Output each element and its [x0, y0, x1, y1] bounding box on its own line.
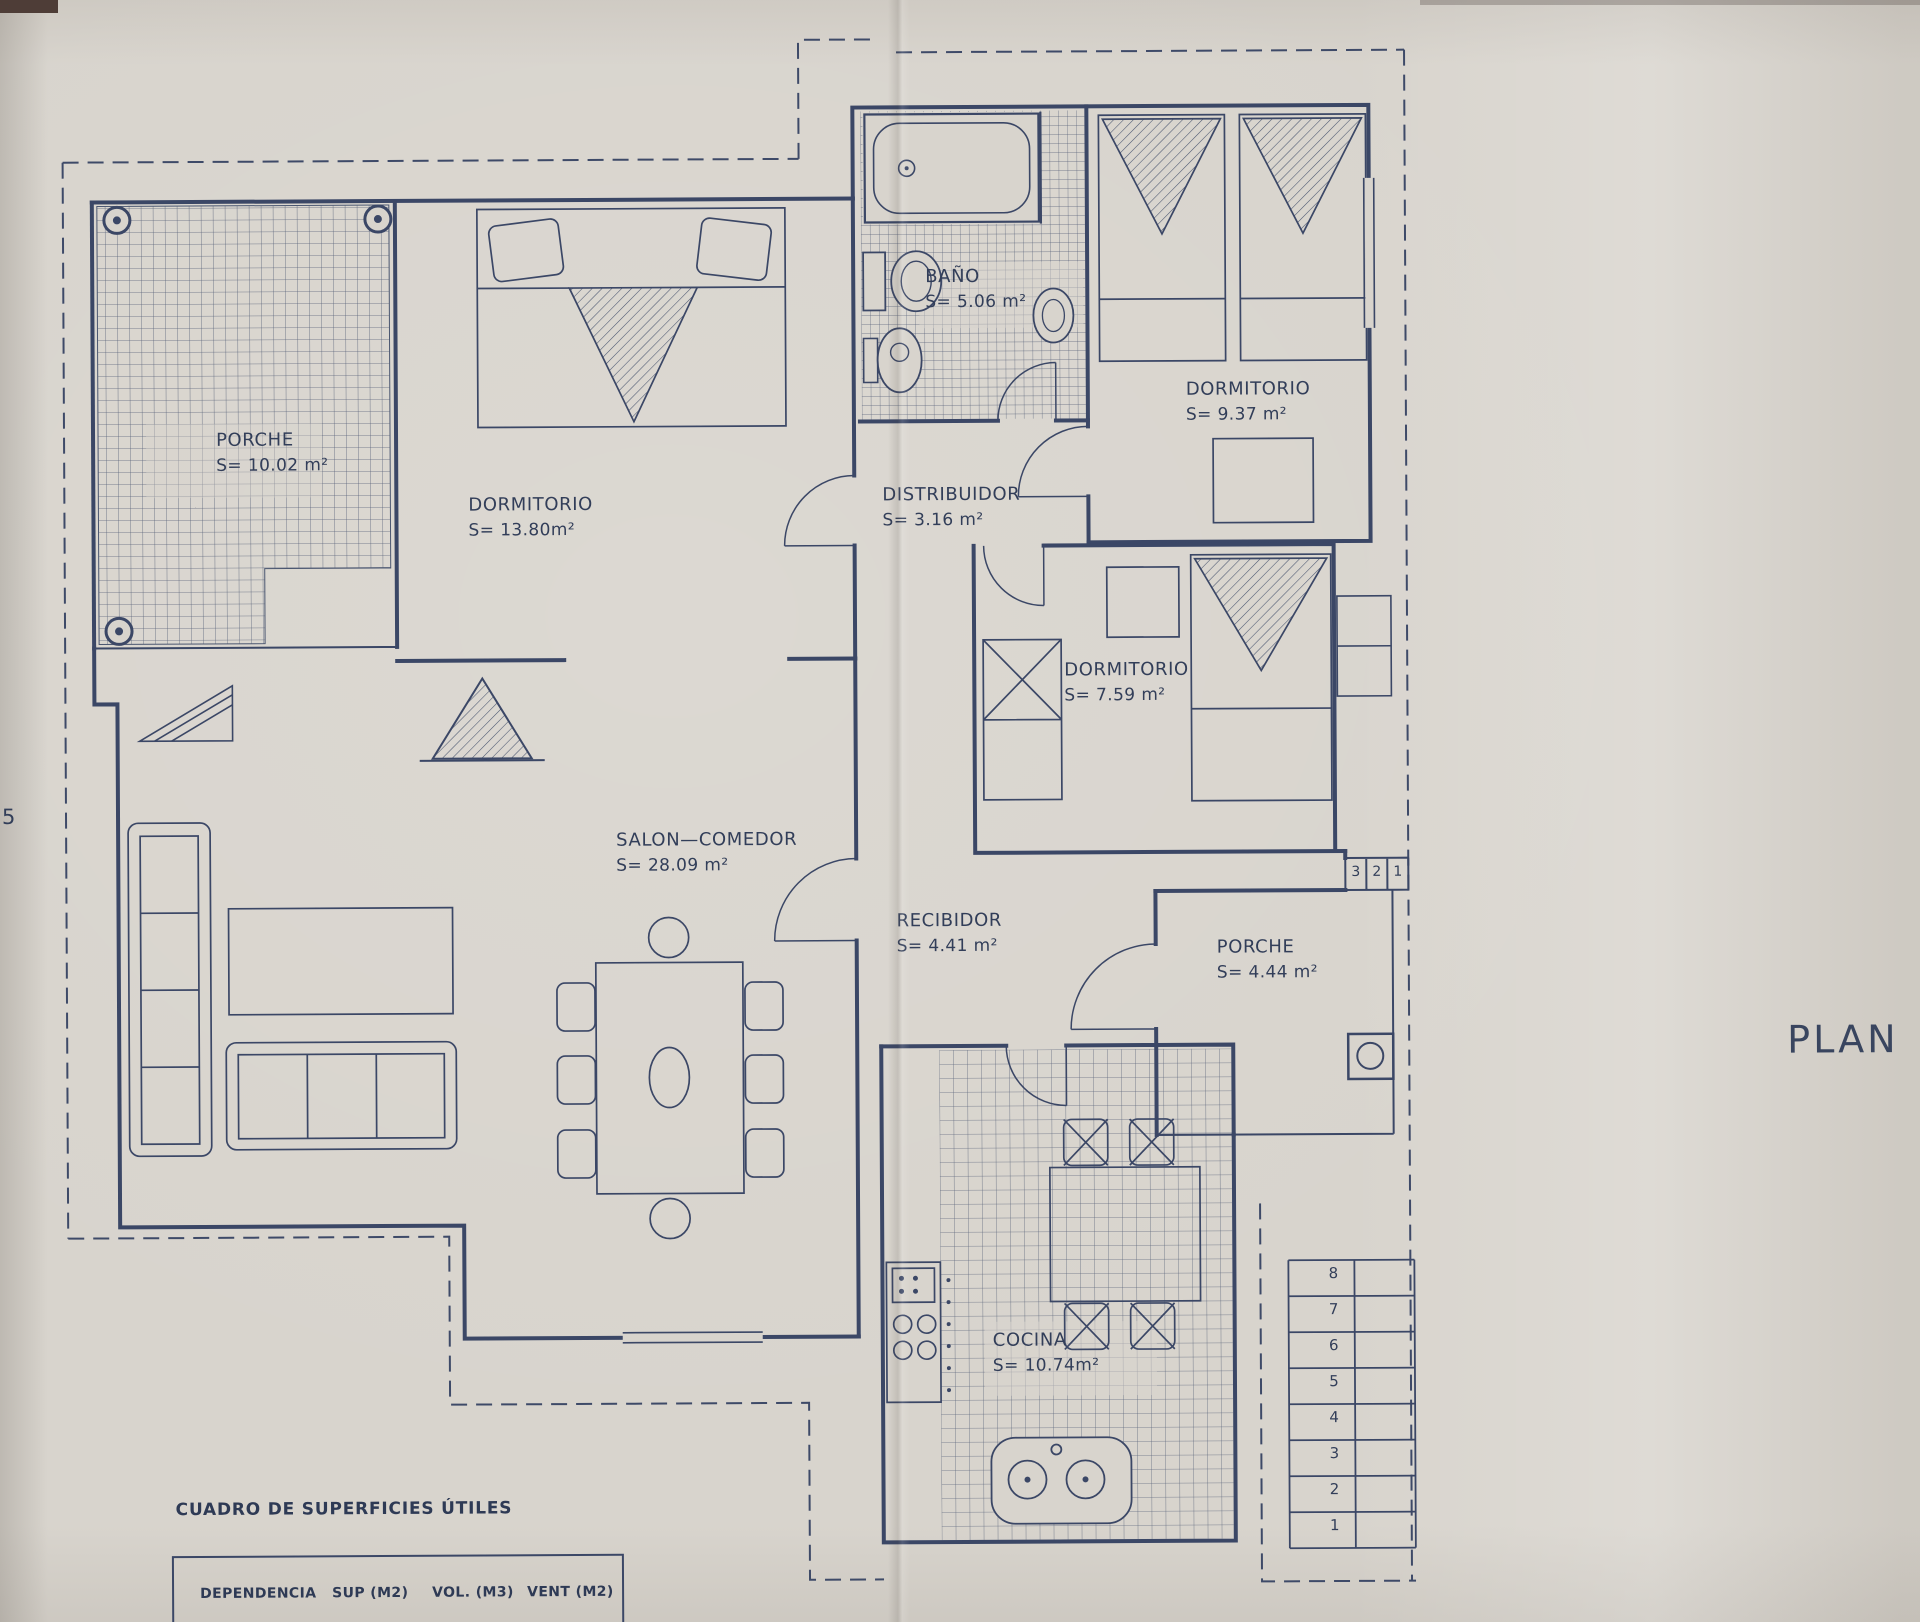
porch-floor-hatch	[96, 204, 392, 646]
coffee-table-icon	[227, 906, 454, 1016]
surfaces-table: DEPENDENCIA SUP (M2) VOL. (M3) VENT (M2)	[171, 1553, 625, 1622]
stair-step-label: 7	[1328, 1300, 1339, 1319]
bed-icon	[982, 553, 1333, 802]
room-name: PORCHE	[1216, 936, 1295, 958]
stair-step-label: 4	[1329, 1408, 1339, 1427]
room-name: DORMITORIO	[1185, 378, 1311, 400]
fireplace-icon	[419, 676, 545, 762]
room-label-dormitorio-3: DORMITORIO S= 7.59 m²	[1064, 657, 1189, 708]
surfaces-table-header-dependencia: DEPENDENCIA	[200, 1585, 317, 1602]
room-label-dormitorio-2: DORMITORIO S= 9.37 m²	[1186, 376, 1311, 427]
porch-column-right	[1346, 1032, 1395, 1081]
room-label-dormitorio-1: DORMITORIO S= 13.80m²	[468, 492, 593, 543]
door-arcs	[773, 361, 1157, 1107]
room-label-salon-comedor: SALON—COMEDOR S= 28.09 m²	[616, 827, 797, 879]
room-label-porche-2: PORCHE S= 4.44 m²	[1217, 934, 1318, 985]
room-label-bano: BAÑO S= 5.06 m²	[925, 264, 1026, 315]
porch-step-label: 2	[1372, 863, 1382, 880]
scan-corner-artifact	[0, 0, 58, 13]
room-area: S= 7.59 m²	[1064, 685, 1166, 706]
stair-step-label: 5	[1329, 1372, 1339, 1391]
room-area: S= 9.37 m²	[1185, 404, 1288, 425]
room-area: S= 4.41 m²	[896, 935, 998, 957]
bathtub-icon	[862, 111, 1043, 225]
bed-icon	[475, 207, 787, 429]
kitchen-sink-icon	[990, 1436, 1133, 1525]
room-area: S= 4.44 m²	[1216, 962, 1318, 983]
room-area: S= 10.74m²	[992, 1355, 1100, 1376]
room-name: PORCHE	[215, 429, 294, 451]
room-name: DORMITORIO	[1064, 658, 1189, 681]
stair-step-label: 8	[1328, 1264, 1339, 1283]
room-name: COCINA	[992, 1329, 1067, 1351]
porch-columns	[102, 204, 393, 646]
scan-top-edge-artifact	[1420, 0, 1920, 5]
room-name: SALON—COMEDOR	[616, 828, 798, 851]
room-name: DORMITORIO	[468, 493, 593, 516]
room-area: S= 13.80m²	[468, 520, 576, 541]
toilet-icon	[862, 250, 943, 313]
walls	[89, 102, 1373, 1545]
room-area: S= 28.09 m²	[616, 855, 729, 876]
kitchen-floor-tiles	[939, 1048, 1234, 1541]
stair-step-label: 1	[1329, 1516, 1340, 1535]
stove-icon	[885, 1261, 952, 1404]
porch-step-label: 1	[1393, 863, 1403, 880]
edge-mark: 5	[1, 804, 16, 830]
room-area: S= 10.02 m²	[216, 455, 329, 476]
twin-beds-icon	[1097, 113, 1368, 524]
staircase	[1287, 1258, 1417, 1550]
stair-step-label: 2	[1329, 1480, 1340, 1499]
room-name: RECIBIDOR	[896, 909, 1002, 932]
kitchen-table-icon	[1049, 1118, 1202, 1351]
stair-step-label: 3	[1329, 1444, 1340, 1463]
surfaces-table-header-vol: VOL. (M3)	[432, 1584, 514, 1601]
room-area: S= 5.06 m²	[925, 291, 1027, 313]
paper-fold-crease	[888, 0, 910, 1622]
sheet-title: PLAN	[1787, 1017, 1899, 1062]
surfaces-table-header-vent: VENT (M2)	[527, 1583, 614, 1601]
bidet-icon	[862, 327, 923, 394]
room-label-cocina: COCINA S= 10.74m²	[993, 1327, 1100, 1378]
dining-table-icon	[556, 916, 785, 1240]
windows	[622, 177, 1393, 1344]
sofa-icon	[127, 822, 458, 1158]
porch-outlines	[94, 645, 1410, 1136]
stair-step-label: 6	[1328, 1336, 1339, 1355]
surfaces-table-title: CUADRO DE SUPERFICIES ÚTILES	[175, 1498, 513, 1521]
steps-icon	[136, 684, 234, 743]
washbasin-icon	[1032, 287, 1075, 344]
room-label-recibidor: RECIBIDOR S= 4.41 m²	[897, 908, 1003, 959]
surfaces-table-header-sup: SUP (M2)	[332, 1584, 409, 1602]
room-name: BAÑO	[925, 265, 980, 288]
porch-step-label: 3	[1351, 863, 1361, 880]
room-label-porche-1: PORCHE S= 10.02 m²	[216, 427, 329, 478]
dashed-boundary	[61, 38, 1417, 1583]
